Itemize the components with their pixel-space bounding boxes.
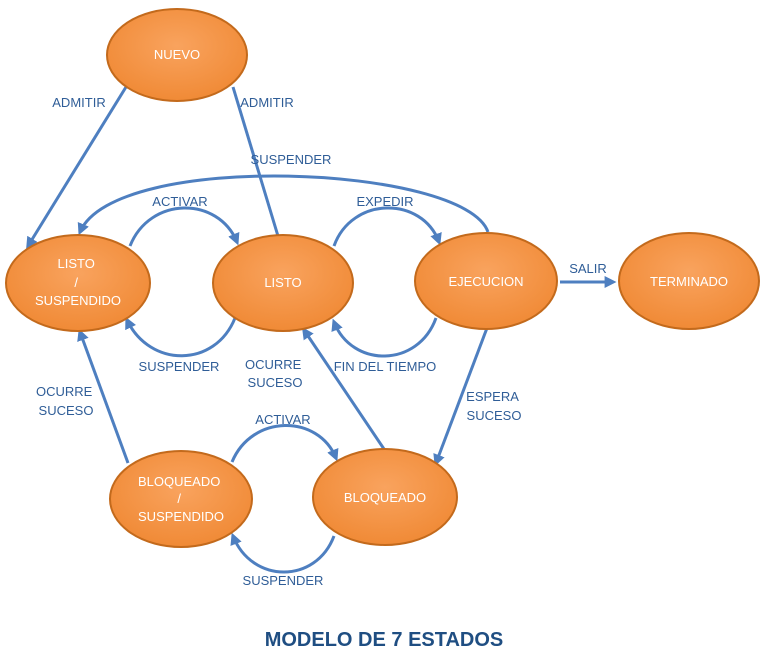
label-espera-suceso: ESPERA SUCESO	[466, 389, 522, 423]
state-listo-suspendido-label: LISTO / SUSPENDIDO	[35, 256, 121, 308]
diagram-title: MODELO DE 7 ESTADOS	[265, 629, 504, 651]
edge-activar	[128, 206, 240, 247]
label-activar: ACTIVAR	[152, 194, 207, 209]
edge-suspender-ejecucion	[77, 174, 490, 236]
label-expedir: EXPEDIR	[356, 194, 413, 209]
label-suspender-listo: SUSPENDER	[139, 359, 220, 374]
edge-suspender-listo	[125, 316, 237, 358]
state-nuevo: NUEVO	[106, 8, 248, 102]
label-suspender-ejecucion: SUSPENDER	[251, 152, 332, 167]
label-ocurre-suceso: OCURRE SUCESO	[245, 357, 305, 390]
state-nuevo-label: NUEVO	[154, 47, 200, 62]
label-fin-del-tiempo: FIN DEL TIEMPO	[334, 359, 437, 374]
edge-fin-del-tiempo	[331, 317, 438, 358]
state-ejecucion-label: EJECUCION	[448, 274, 523, 289]
edge-ocurre-suceso-susp	[77, 328, 130, 464]
label-ocurre-suceso-susp: OCURRE SUCESO	[36, 384, 96, 418]
state-listo-label: LISTO	[264, 275, 301, 290]
state-terminado-label: TERMINADO	[650, 274, 728, 289]
state-terminado: TERMINADO	[618, 232, 760, 330]
edge-admitir-listo-suspendido	[26, 86, 128, 250]
edge-labels: ADMITIR ADMITIR SUSPENDER ACTIVAR SUSPEN…	[36, 95, 607, 588]
edge-ocurre-suceso	[301, 327, 388, 453]
edge-activar-bloqueado	[230, 424, 339, 463]
state-listo-suspendido: LISTO / SUSPENDIDO	[5, 234, 151, 332]
label-admitir-listo-suspendido: ADMITIR	[52, 95, 105, 110]
state-listo: LISTO	[212, 234, 354, 332]
state-bloqueado-suspendido-label: BLOQUEADO / SUSPENDIDO	[138, 474, 224, 524]
nodes: NUEVO LISTO / SUSPENDIDO LISTO EJECUCION	[5, 8, 760, 548]
state-bloqueado-label: BLOQUEADO	[344, 490, 426, 505]
edge-expedir	[332, 206, 442, 247]
state-bloqueado: BLOQUEADO	[312, 448, 458, 546]
edges	[26, 86, 617, 574]
label-suspender-bloqueado: SUSPENDER	[243, 573, 324, 588]
label-activar-bloqueado: ACTIVAR	[255, 412, 310, 427]
edge-suspender-bloqueado	[230, 532, 336, 574]
state-ejecucion: EJECUCION	[414, 232, 558, 330]
state-bloqueado-suspendido: BLOQUEADO / SUSPENDIDO	[109, 450, 253, 548]
label-salir: SALIR	[569, 261, 607, 276]
label-admitir-listo: ADMITIR	[240, 95, 293, 110]
edge-admitir-listo	[231, 86, 285, 250]
edge-espera-suceso	[433, 327, 489, 467]
